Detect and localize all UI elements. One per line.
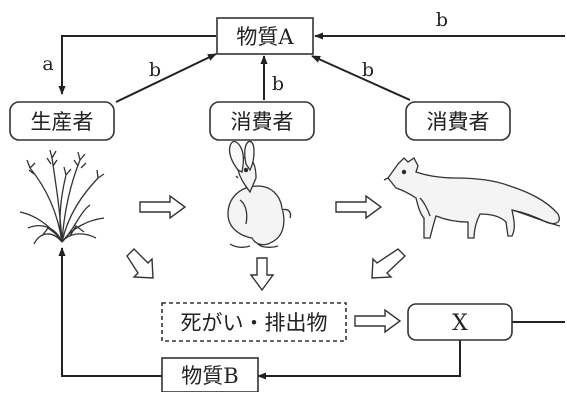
arrow-consumer2-to-substance-a bbox=[311, 55, 411, 101]
substance-a-box: 物質A bbox=[216, 17, 314, 55]
substance-a-label: 物質A bbox=[236, 25, 294, 49]
consumer-2-box: 消費者 bbox=[405, 101, 511, 141]
consumer-1-box: 消費者 bbox=[209, 101, 315, 141]
arrow-substance-b-to-plant bbox=[58, 247, 162, 377]
dead-waste-box: 死がい・排出物 bbox=[161, 302, 347, 342]
rabbit-illustration bbox=[227, 140, 292, 248]
flow-arrows bbox=[58, 32, 565, 380]
arrow-plant-to-rabbit bbox=[139, 194, 187, 220]
x-box: X bbox=[407, 303, 513, 341]
producer-label: 生産者 bbox=[31, 110, 94, 134]
arrow-rabbit-down bbox=[249, 257, 275, 292]
hollow-arrows bbox=[126, 194, 407, 334]
arrow-fox-down bbox=[371, 248, 407, 279]
consumer-2-label: 消費者 bbox=[427, 110, 490, 134]
arrow-producer-to-substance-a bbox=[115, 53, 217, 103]
label-b-consumer-1: b bbox=[272, 73, 284, 95]
label-b-consumer-2: b bbox=[362, 59, 374, 81]
arrow-a-to-producer bbox=[58, 35, 216, 95]
arrow-rabbit-to-fox bbox=[335, 194, 383, 220]
substance-b-label: 物質B bbox=[181, 364, 238, 388]
substance-b-box: 物質B bbox=[161, 357, 259, 393]
label-a: a bbox=[42, 53, 53, 75]
arrow-x-to-substance-b bbox=[257, 340, 461, 380]
grass-plant-illustration bbox=[19, 149, 105, 245]
label-b-top: b bbox=[436, 9, 448, 31]
fox-illustration bbox=[383, 157, 561, 239]
arrow-plant-down bbox=[126, 248, 154, 279]
label-b-producer: b bbox=[149, 59, 161, 81]
producer-box: 生産者 bbox=[9, 101, 115, 141]
x-label: X bbox=[452, 311, 468, 336]
dead-waste-label: 死がい・排出物 bbox=[181, 311, 328, 335]
consumer-1-label: 消費者 bbox=[231, 110, 294, 134]
arrow-dead-to-x bbox=[354, 308, 402, 334]
